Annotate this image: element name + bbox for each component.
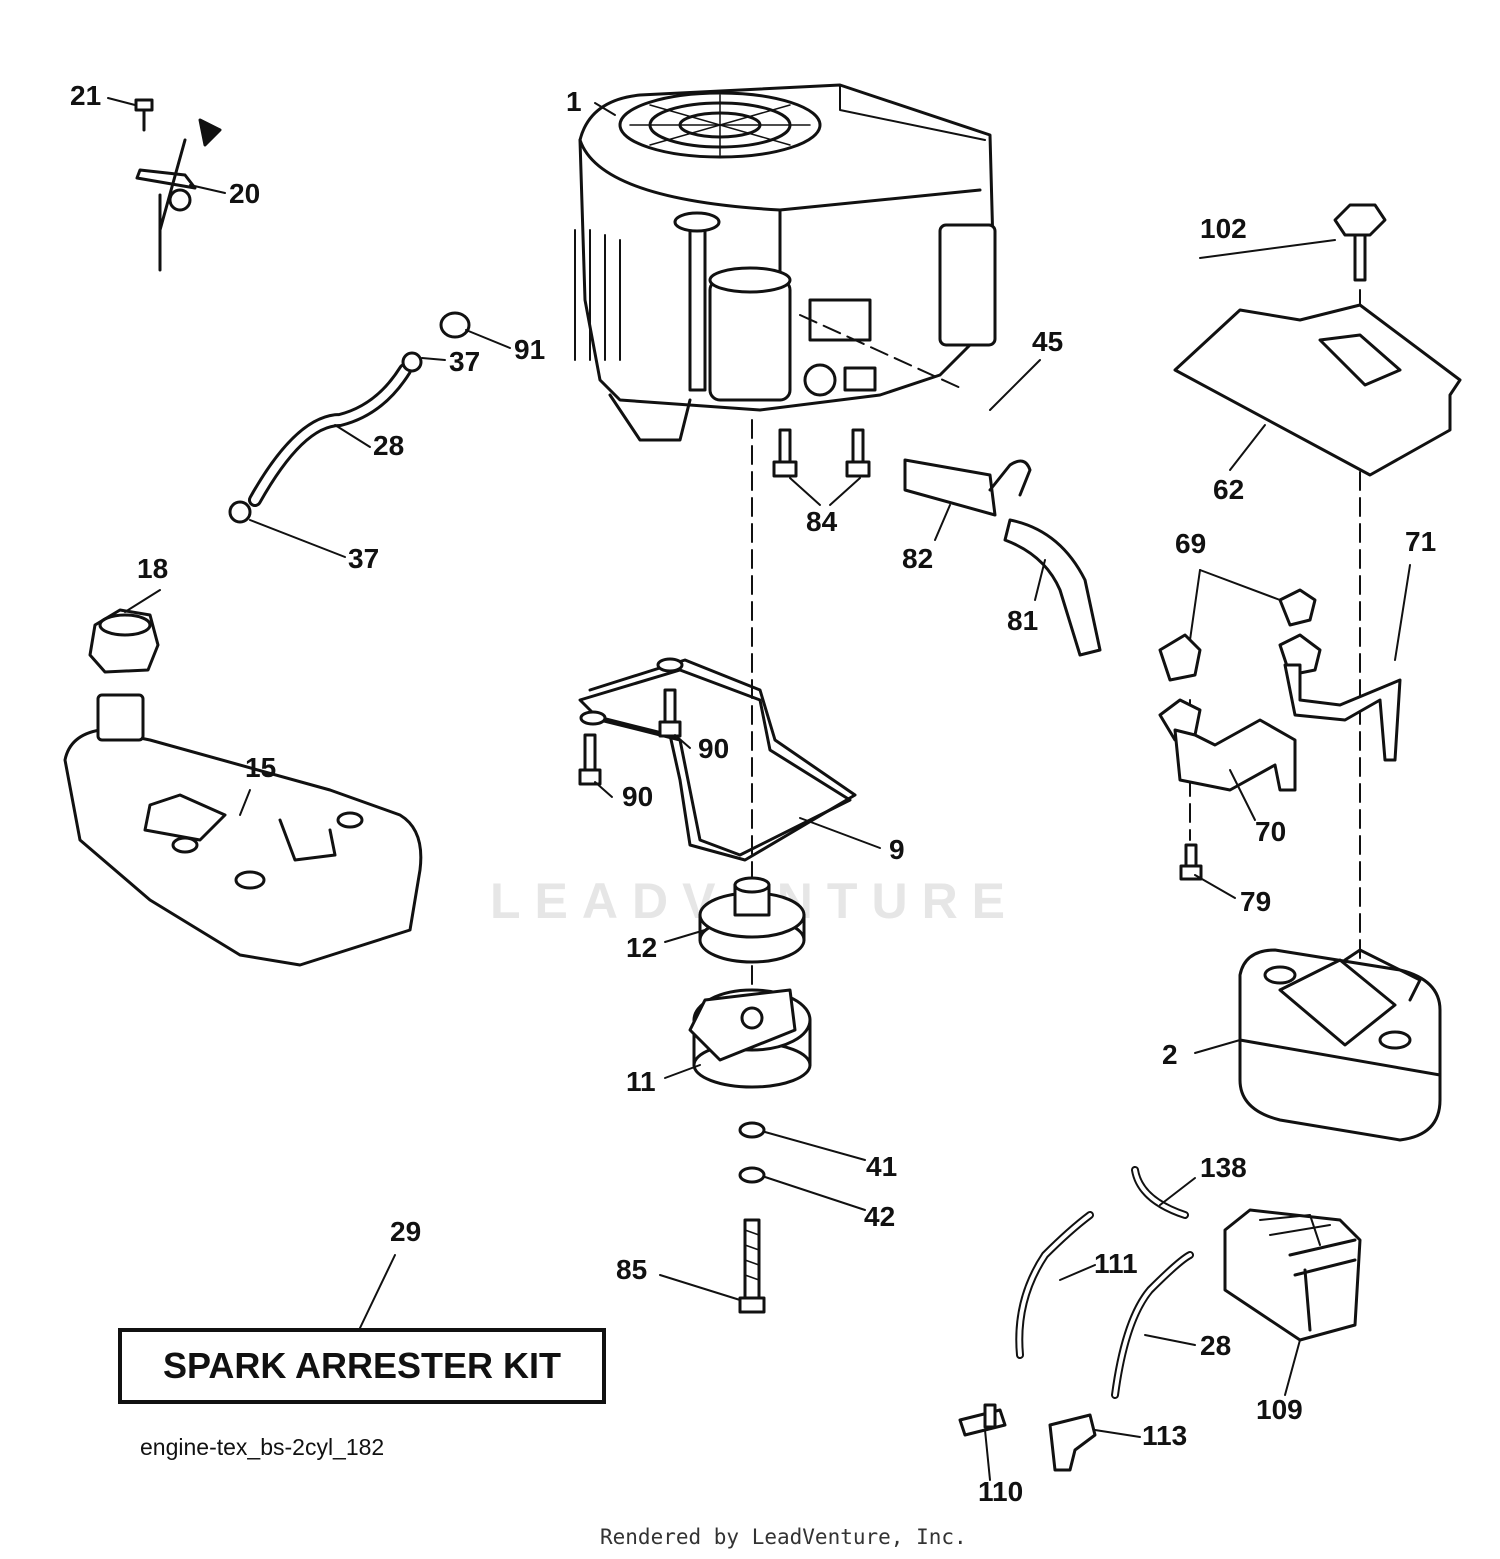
gasket-bolts bbox=[578, 688, 682, 786]
base-gasket bbox=[578, 657, 857, 862]
heat-shield bbox=[1173, 203, 1462, 477]
callout-37-lower[interactable]: 37 bbox=[348, 543, 380, 574]
callout-9[interactable]: 9 bbox=[889, 834, 905, 865]
callout-90-left[interactable]: 90 bbox=[622, 781, 654, 812]
callout-85[interactable]: 85 bbox=[616, 1254, 648, 1285]
callout-2[interactable]: 2 bbox=[1162, 1039, 1178, 1070]
callout-138[interactable]: 138 bbox=[1200, 1152, 1247, 1183]
pto-clutch bbox=[688, 988, 812, 1089]
callout-110[interactable]: 110 bbox=[978, 1476, 1024, 1507]
engine bbox=[574, 83, 997, 442]
leader-lines bbox=[107, 97, 1411, 1481]
callout-113[interactable]: 113 bbox=[1142, 1420, 1188, 1451]
callout-62[interactable]: 62 bbox=[1213, 474, 1245, 505]
callout-90-right[interactable]: 90 bbox=[698, 733, 730, 764]
render-credit: Rendered by LeadVenture, Inc. bbox=[600, 1525, 967, 1549]
callout-111[interactable]: 111 bbox=[1094, 1248, 1138, 1279]
spark-arrester-kit-label[interactable]: SPARK ARRESTER KIT bbox=[118, 1328, 606, 1404]
callout-37-upper[interactable]: 37 bbox=[449, 346, 481, 377]
spark-arrester-parts bbox=[958, 1166, 1362, 1472]
diagram-id: engine-tex_bs-2cyl_182 bbox=[140, 1434, 385, 1460]
throttle-control bbox=[134, 98, 222, 272]
callout-79[interactable]: 79 bbox=[1240, 886, 1272, 917]
callout-109[interactable]: 109 bbox=[1256, 1394, 1303, 1425]
pulley bbox=[698, 876, 806, 964]
callout-1[interactable]: 1 bbox=[566, 86, 582, 117]
callout-69[interactable]: 69 bbox=[1175, 528, 1207, 559]
callout-82[interactable]: 82 bbox=[902, 543, 934, 574]
callout-70[interactable]: 70 bbox=[1255, 816, 1287, 847]
fuel-cap bbox=[88, 608, 160, 674]
callout-20[interactable]: 20 bbox=[229, 178, 261, 209]
callout-28-lower[interactable]: 28 bbox=[1200, 1330, 1232, 1361]
callout-102[interactable]: 102 bbox=[1200, 213, 1247, 244]
callout-11[interactable]: 11 bbox=[626, 1066, 656, 1097]
fuel-hose-upper bbox=[228, 311, 471, 524]
callout-28-upper[interactable]: 28 bbox=[373, 430, 405, 461]
fuel-tank bbox=[63, 693, 423, 967]
callout-12[interactable]: 12 bbox=[626, 932, 658, 963]
callout-45[interactable]: 45 bbox=[1032, 326, 1064, 357]
callout-84[interactable]: 84 bbox=[806, 506, 838, 537]
callout-15[interactable]: 15 bbox=[245, 752, 277, 783]
muffler bbox=[1238, 948, 1442, 1142]
engine-bolts bbox=[772, 428, 871, 478]
callout-91[interactable]: 91 bbox=[514, 334, 546, 365]
callout-29[interactable]: 29 bbox=[390, 1216, 422, 1247]
exhaust-pipes bbox=[1158, 588, 1402, 881]
callout-81[interactable]: 81 bbox=[1007, 605, 1039, 636]
callout-18[interactable]: 18 bbox=[137, 553, 169, 584]
washers-and-bolt bbox=[738, 1121, 766, 1314]
callout-21[interactable]: 21 bbox=[70, 80, 102, 111]
callout-71[interactable]: 71 bbox=[1405, 526, 1437, 557]
callout-42[interactable]: 42 bbox=[864, 1201, 896, 1232]
fuel-filter bbox=[903, 458, 1102, 657]
callout-41[interactable]: 41 bbox=[866, 1151, 898, 1182]
